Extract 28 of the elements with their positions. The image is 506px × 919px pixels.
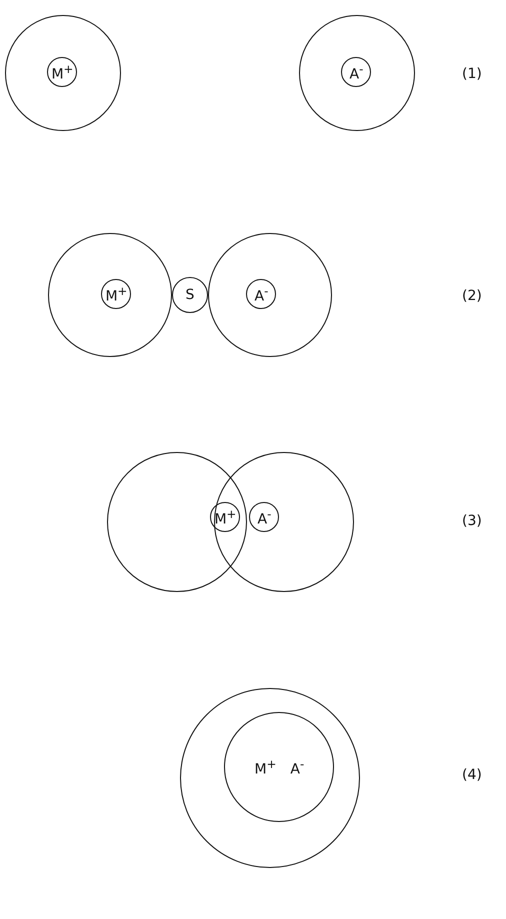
ion-circle [47, 57, 78, 88]
solvation-shell-circle [107, 452, 247, 592]
ion-label: M$^{+}$ [214, 508, 236, 526]
solvation-shell-circle [299, 15, 415, 131]
solvation-shell-circle [180, 688, 360, 868]
ion-circle [249, 502, 280, 532]
ion-label: A$^{-}$ [254, 286, 268, 304]
ion-label: M$^{+}$ [105, 286, 128, 304]
ion-label: A$^{-}$ [290, 758, 304, 776]
ion-circle [101, 279, 132, 310]
solvation-shell-circle [208, 233, 332, 357]
ion-label: A$^{-}$ [349, 64, 364, 82]
ion-label: M$^{+}$ [254, 758, 276, 776]
ion-circle [246, 279, 276, 310]
ion-circle [210, 502, 240, 532]
ion-label: M$^{+}$ [51, 64, 74, 82]
solvation-shell-circle [214, 452, 354, 592]
ion-circle [172, 277, 208, 313]
figure-number: (2) [462, 288, 482, 304]
ion-label: S [186, 288, 194, 302]
solvation-shell-circle [48, 233, 172, 357]
ion-circle [224, 712, 334, 822]
figure-number: (3) [462, 513, 482, 529]
figure-number: (4) [462, 767, 482, 783]
ion-label: A$^{-}$ [257, 508, 272, 526]
figure-number: (1) [462, 66, 482, 82]
solvation-shell-circle [5, 15, 121, 131]
ion-circle [341, 57, 372, 88]
